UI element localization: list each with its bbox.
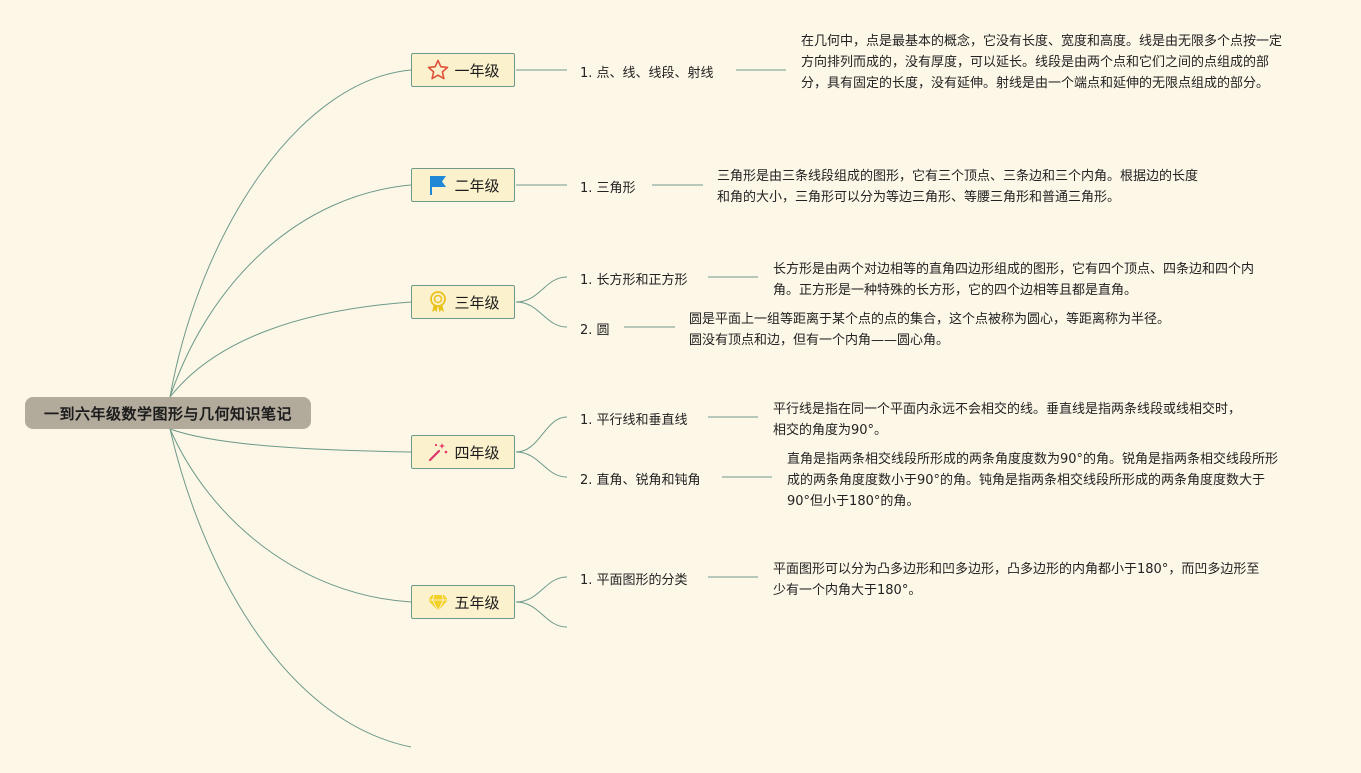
award-ribbon-icon	[430, 291, 447, 313]
grade-5-link-a	[515, 576, 568, 603]
flag-icon	[430, 176, 447, 195]
topic-label[interactable]: 1. 点、线、线段、射线	[580, 66, 714, 81]
grade-label: 四年级	[454, 443, 500, 462]
diamond-icon	[428, 594, 449, 613]
grade-3-link-a	[515, 276, 568, 303]
topic-description[interactable]: 在几何中，点是最基本的概念，它没有长度、宽度和高度。线是由无限多个点按一定方向排…	[801, 34, 1283, 91]
grade-3-link-b	[515, 301, 568, 328]
grade-5-link-b	[515, 601, 568, 628]
root-link-grade-3	[169, 301, 412, 398]
root-link-grade-4	[169, 428, 412, 453]
grade-label: 五年级	[454, 593, 500, 612]
root-link-grade-6	[169, 428, 412, 748]
topic-description[interactable]: 平行线是指在同一个平面内永远不会相交的线。垂直线是指两条线段或线相交时，相交的角…	[773, 402, 1242, 438]
grade-4-link-a	[515, 416, 568, 453]
star-icon	[428, 59, 449, 80]
grade-node-2[interactable]: 二年级	[411, 168, 515, 202]
topic-description[interactable]: 直角是指两条相交线段所形成的两条角度度数为90°的角。锐角是指两条相交线段所形成…	[787, 452, 1279, 509]
topic-label[interactable]: 1. 平行线和垂直线	[580, 413, 688, 428]
topic-label[interactable]: 2. 圆	[580, 323, 610, 338]
topic-label[interactable]: 2. 直角、锐角和钝角	[580, 473, 701, 488]
topic-description[interactable]: 平面图形可以分为凸多边形和凹多边形，凸多边形的内角都小于180°，而凹多边形至少…	[773, 562, 1260, 598]
magic-wand-icon	[429, 443, 448, 462]
grade-node-1[interactable]: 一年级	[411, 53, 515, 87]
root-link-grade-2	[169, 184, 412, 398]
grade-label: 三年级	[454, 293, 500, 312]
grade-4-link-b	[515, 451, 568, 478]
topic-description[interactable]: 三角形是由三条线段组成的图形，它有三个顶点、三条边和三个内角。根据边的长度和角的…	[717, 169, 1199, 205]
root-link-grade-1	[169, 69, 412, 398]
grade-label: 一年级	[454, 61, 500, 80]
root-link-grade-5	[169, 428, 412, 603]
root-title: 一到六年级数学图形与几何知识笔记	[43, 404, 292, 423]
grade-node-4[interactable]: 四年级	[411, 435, 515, 469]
topic-label[interactable]: 1. 平面图形的分类	[580, 573, 688, 588]
topic-description[interactable]: 圆是平面上一组等距离于某个点的点的集合，这个点被称为圆心，等距离称为半径。圆没有…	[689, 312, 1171, 348]
grade-node-3[interactable]: 三年级	[411, 285, 515, 319]
topic-label[interactable]: 1. 三角形	[580, 181, 636, 196]
topic-label[interactable]: 1. 长方形和正方形	[580, 273, 688, 288]
topic-description[interactable]: 长方形是由两个对边相等的直角四边形组成的图形，它有四个顶点、四条边和四个内角。正…	[773, 262, 1255, 298]
grade-node-5[interactable]: 五年级	[411, 585, 515, 619]
root-topic[interactable]: 一到六年级数学图形与几何知识笔记	[25, 397, 311, 429]
grade-label: 二年级	[454, 176, 500, 195]
